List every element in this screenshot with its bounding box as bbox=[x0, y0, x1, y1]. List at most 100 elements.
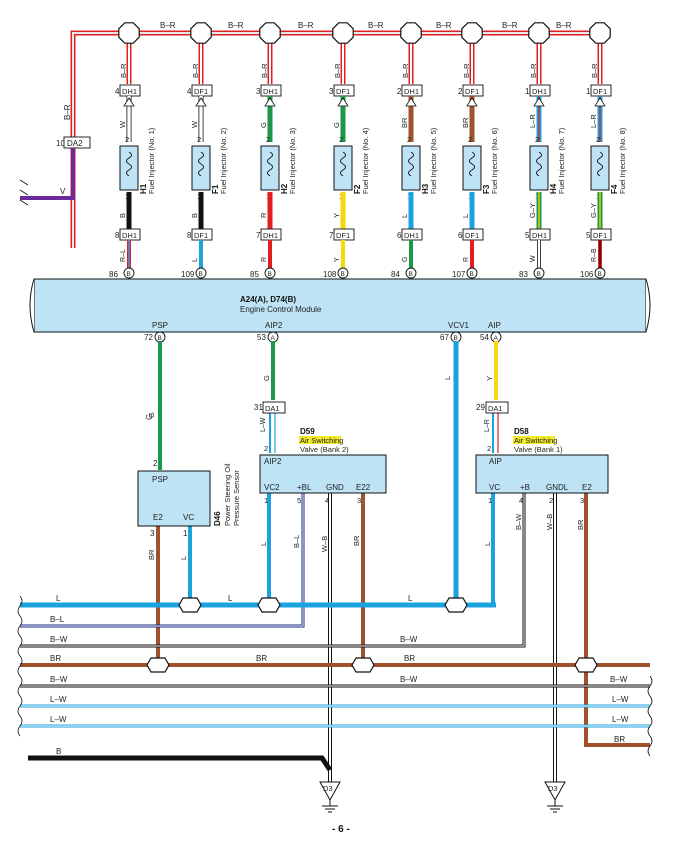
wire-label-br: BR bbox=[404, 654, 415, 663]
wire-label-l: L bbox=[228, 594, 233, 603]
svg-text:E2: E2 bbox=[582, 483, 592, 492]
bus-wire-labels: L L L B–L B–W B–W BR BR BR B–W B–W B–W L… bbox=[50, 594, 629, 756]
page-number: - 6 - bbox=[332, 824, 350, 835]
ecm-pin-name: PSP bbox=[152, 321, 168, 330]
svg-text:GNDL: GNDL bbox=[546, 483, 569, 492]
ecm-pin-name: VCV1 bbox=[448, 321, 469, 330]
ecm-pin-letter: A bbox=[271, 335, 276, 342]
svg-text:2: 2 bbox=[487, 444, 491, 453]
injector-code: H2 bbox=[280, 183, 289, 194]
da2-conn-label: DA2 bbox=[67, 139, 83, 148]
top-pin: 4 bbox=[115, 87, 120, 96]
svg-text:+BL: +BL bbox=[297, 483, 312, 492]
svg-text:VC2: VC2 bbox=[264, 483, 280, 492]
svg-text:L: L bbox=[483, 542, 492, 546]
injector-name: Fuel Injector (No. 8) bbox=[618, 127, 627, 194]
svg-text:1: 1 bbox=[264, 496, 268, 505]
ecm-pin-number: 54 bbox=[480, 333, 489, 342]
bot-pin: 5 bbox=[525, 231, 530, 240]
ecm-pin-name: AIP bbox=[488, 321, 501, 330]
svg-text:L: L bbox=[179, 556, 188, 560]
bot-conn: DF1 bbox=[194, 231, 208, 240]
ecm-pin: 107 bbox=[452, 270, 466, 279]
ecm-pin-letter: B bbox=[454, 335, 458, 342]
top-conn: DH1 bbox=[532, 87, 547, 96]
wire-label-br: BR bbox=[50, 654, 61, 663]
injector-code: H3 bbox=[421, 183, 430, 194]
svg-text:AIP2: AIP2 bbox=[264, 457, 282, 466]
top-pin: 1 bbox=[586, 87, 591, 96]
ecm-pin-letter: B bbox=[537, 271, 541, 278]
svg-text:G: G bbox=[262, 375, 271, 381]
injector-name: Fuel Injector (No. 2) bbox=[219, 127, 228, 194]
feed-wire-label: V bbox=[60, 187, 66, 196]
svg-text:Valve (Bank 1): Valve (Bank 1) bbox=[514, 445, 563, 454]
svg-text:VC: VC bbox=[489, 483, 500, 492]
ecm-pin-letter: B bbox=[409, 271, 413, 278]
svg-text:4: 4 bbox=[325, 496, 329, 505]
upper-wire-label: B–R bbox=[333, 63, 342, 78]
injector-code: H4 bbox=[549, 183, 558, 194]
top-bus-labels: B–R B–R B–R B–R B–R B–R B–R bbox=[160, 21, 572, 30]
horizontal-bus-wires bbox=[20, 602, 650, 772]
injector-code: H1 bbox=[139, 183, 148, 194]
bus-label: B–R bbox=[160, 21, 176, 30]
wire-label-bw: B–W bbox=[50, 635, 68, 644]
ecm-pin-letter: A bbox=[494, 335, 499, 342]
ecm-wire-label: R bbox=[463, 257, 470, 262]
wire-label-br: BR bbox=[614, 735, 625, 744]
svg-text:3: 3 bbox=[580, 496, 584, 505]
svg-text:1: 1 bbox=[183, 529, 188, 538]
mid-wire-label: L–R bbox=[589, 114, 598, 128]
wire-label-lw: L–W bbox=[612, 715, 629, 724]
top-pin: 4 bbox=[187, 87, 192, 96]
top-conn: DF1 bbox=[593, 87, 607, 96]
svg-text:Power Steering Oil: Power Steering Oil bbox=[223, 463, 232, 526]
upper-wire-label: B–R bbox=[191, 63, 200, 78]
injector-name: Fuel Injector (No. 7) bbox=[557, 127, 566, 194]
wire-label-l: L bbox=[408, 594, 413, 603]
ecm-wire-label: R–L bbox=[120, 249, 127, 262]
svg-text:Air Switching: Air Switching bbox=[514, 436, 557, 445]
mid-wire-label: G bbox=[259, 122, 268, 128]
svg-text:L–W: L–W bbox=[260, 417, 267, 432]
svg-text:E2: E2 bbox=[153, 513, 163, 522]
pin-2: 2 bbox=[266, 135, 270, 144]
svg-text:L–R: L–R bbox=[484, 419, 491, 432]
upper-wire-label: B–R bbox=[590, 63, 599, 78]
wire-label-bw: B–W bbox=[610, 675, 628, 684]
injector-code: F3 bbox=[482, 184, 491, 194]
svg-text:D46: D46 bbox=[213, 511, 222, 526]
low-wire-label: Y bbox=[332, 213, 341, 218]
svg-text:D58: D58 bbox=[514, 427, 529, 436]
svg-text:D59: D59 bbox=[300, 427, 315, 436]
bot-conn: DH1 bbox=[404, 231, 419, 240]
wire-label-lw: L–W bbox=[50, 695, 67, 704]
ecm-pin-letter: B bbox=[598, 271, 602, 278]
violet-feed-wire bbox=[20, 148, 75, 200]
bus-label: B–R bbox=[436, 21, 452, 30]
injector-code: F4 bbox=[610, 184, 619, 194]
d58-air-switching-valve-bank1: Y 29 DA1 L–R 2 D58 Air Switching Valve (… bbox=[475, 376, 609, 546]
upper-wire-label: B–R bbox=[462, 63, 471, 78]
top-pin: 1 bbox=[525, 87, 530, 96]
bot-conn: DH1 bbox=[532, 231, 547, 240]
low-wire-label: B bbox=[118, 213, 127, 218]
ecm-pin-letter: B bbox=[268, 271, 272, 278]
injector-name: Fuel Injector (No. 1) bbox=[147, 127, 156, 194]
bot-pin: 5 bbox=[586, 231, 591, 240]
svg-text:DA1: DA1 bbox=[265, 404, 280, 413]
svg-text:G: G bbox=[145, 414, 154, 420]
ecm-pin-name: AIP2 bbox=[265, 321, 283, 330]
ecm-wire-label: R–B bbox=[591, 248, 598, 262]
